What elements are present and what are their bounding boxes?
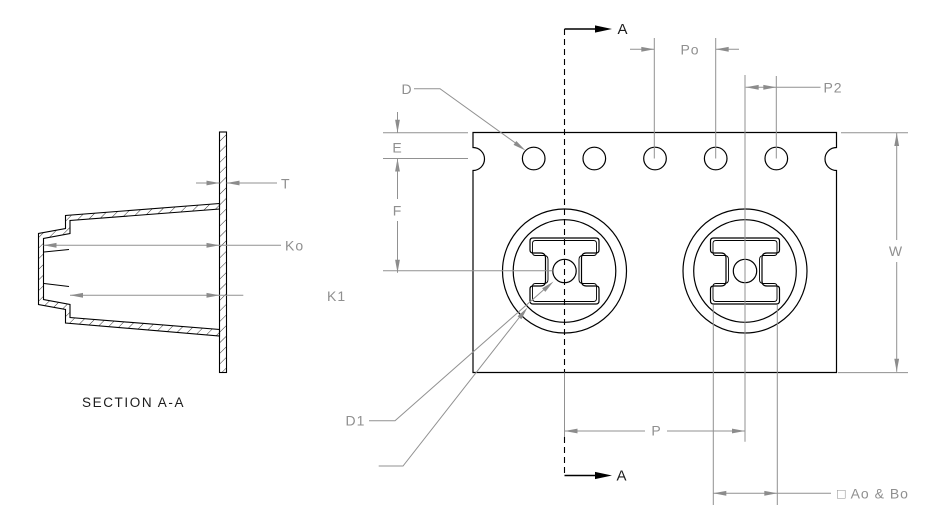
leader-D1: D1	[346, 281, 554, 429]
dim-AoBo: □ Ao & Bo	[713, 486, 909, 502]
dim-label-d1: D1	[346, 413, 366, 429]
dim-label-p2: P2	[823, 80, 842, 96]
dim-F: F	[393, 158, 403, 273]
dim-label-p: P	[651, 423, 661, 439]
dim-label-ko: Ko	[285, 238, 304, 254]
section-arrow-label-bottom: A	[616, 468, 627, 485]
section-view: T Ko K1 SECTION A-A	[37, 131, 346, 410]
dim-P: P	[564, 423, 745, 439]
dim-label-t: T	[281, 176, 291, 192]
extension-lines	[383, 38, 908, 505]
section-cut-line: A A	[563, 21, 628, 485]
dim-T: T	[196, 176, 291, 192]
sprocket-hole	[582, 146, 607, 171]
dim-K1: K1	[70, 288, 346, 304]
section-pocket-wall	[37, 202, 221, 337]
section-arrow-label-top: A	[617, 21, 628, 38]
sprocket-hole	[643, 146, 667, 171]
section-step-edge	[43, 249, 70, 253]
dim-Ko: Ko	[43, 238, 304, 254]
dim-label-e: E	[392, 140, 402, 156]
dim-label-po: Po	[680, 42, 699, 58]
dim-label-d: D	[401, 81, 412, 97]
dim-label-w: W	[889, 243, 903, 259]
tape-view: A A Po P2 D E	[346, 21, 909, 505]
section-title: SECTION A-A	[82, 395, 185, 410]
sprocket-holes	[521, 146, 789, 171]
leader-D: D	[401, 81, 526, 151]
dim-W: W	[889, 133, 903, 372]
sprocket-hole	[521, 146, 546, 171]
dim-P2: P2	[745, 80, 842, 96]
leader-pocket-rim	[378, 307, 528, 467]
dim-label-ao-bo: □ Ao & Bo	[837, 486, 909, 502]
dim-label-f: F	[393, 203, 403, 219]
section-tape-flange	[218, 131, 228, 374]
section-step-edge	[43, 283, 70, 287]
dim-label-k1: K1	[327, 288, 346, 304]
dim-Po: Po	[630, 42, 739, 58]
tape-outline	[472, 131, 838, 374]
